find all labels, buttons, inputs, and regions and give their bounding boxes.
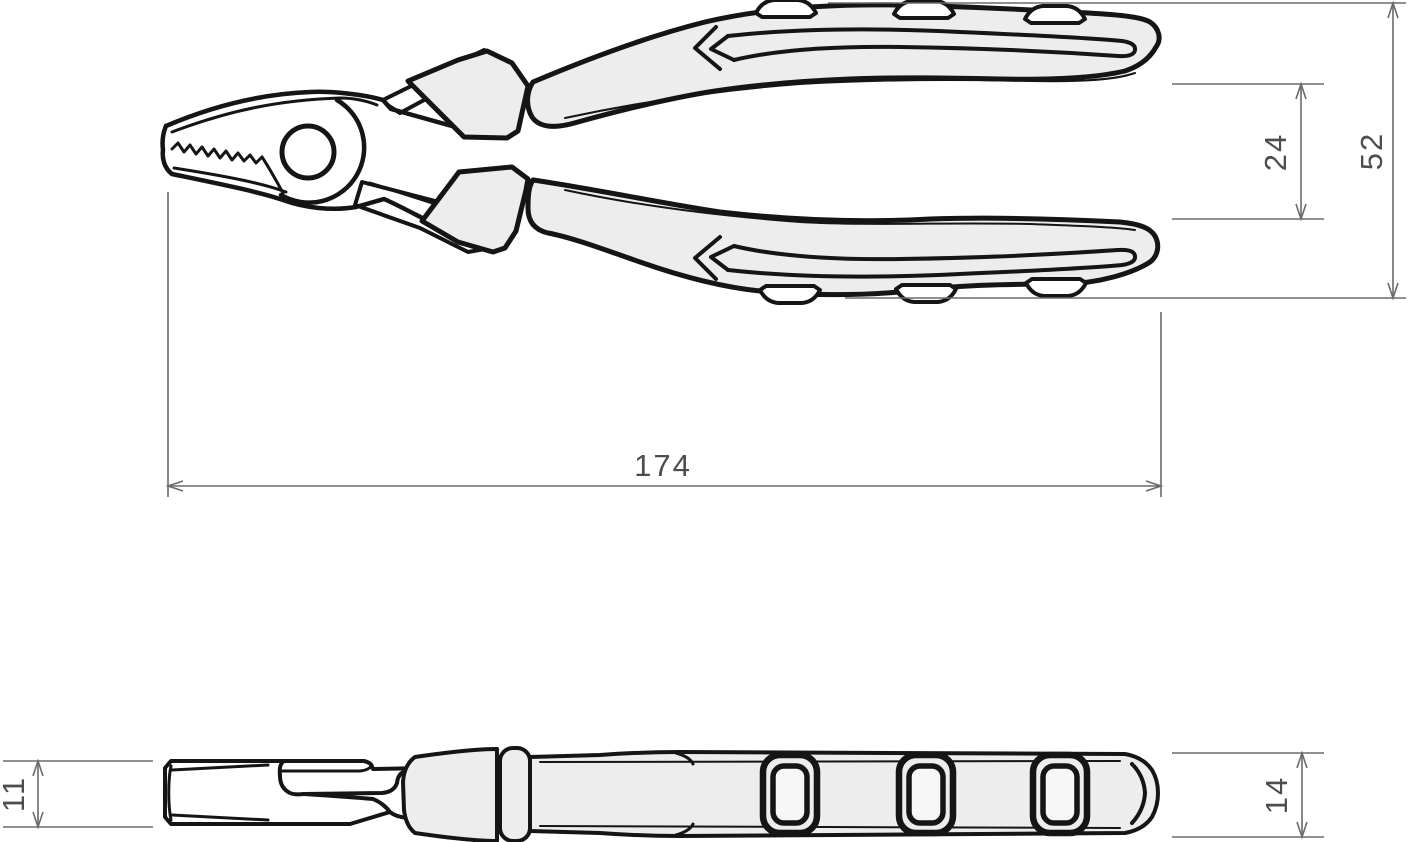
top-view-tip-chevron	[1130, 762, 1147, 825]
lower-grip-nub-2	[894, 283, 958, 304]
top-view-grip-collar	[401, 747, 499, 842]
head-arm-corner	[380, 97, 455, 129]
top-view-collar-ring	[498, 746, 532, 842]
head-top-chamfer-line	[170, 96, 379, 134]
arrowhead-top	[32, 758, 44, 777]
pliers-side-view	[160, 0, 1162, 305]
top-view-strip-inner-bottom	[539, 825, 1121, 829]
arrowhead-bottom	[32, 811, 44, 830]
top-view-strip-chevron-bottom	[674, 822, 695, 837]
top-view-jaw-chamfer-top	[170, 763, 270, 772]
upper-grip-nub-3	[1023, 4, 1087, 25]
head-bottom-chamfer-line	[172, 166, 288, 194]
dimension-handle-gap-24: 24	[1172, 81, 1324, 222]
arrowhead-left	[165, 480, 184, 492]
upper-grip-nub-1	[754, 0, 818, 19]
jaw-teeth	[170, 141, 264, 165]
dimension-overall-length: 174	[165, 192, 1164, 497]
head-top-edge	[163, 89, 386, 129]
top-view-tip-inner-line	[167, 764, 173, 822]
arrowhead-bottom	[1387, 282, 1399, 301]
upper-hand-guard	[405, 48, 531, 141]
top-view-strip-inner-top	[539, 760, 1121, 763]
dimension-handle-thickness-14: 14	[1172, 750, 1324, 840]
arrowhead-bottom	[1295, 203, 1307, 222]
top-view-jaw-chamfer-bottom	[170, 813, 270, 822]
lower-grip-nub-1	[758, 284, 822, 305]
lower-hand-guard	[419, 164, 531, 255]
arrowhead-bottom	[1296, 821, 1308, 840]
arrowhead-right	[1145, 480, 1164, 492]
lower-grip-chevron-outer	[693, 235, 722, 281]
arrowhead-top	[1387, 0, 1399, 19]
top-view-joint-cut	[277, 761, 408, 797]
upper-grip-ridge	[726, 27, 1138, 62]
arrowhead-top	[1296, 750, 1308, 769]
pliers-top-view	[163, 746, 1160, 842]
upper-grip-chevron-outer	[693, 25, 722, 71]
grip-hole-2	[895, 751, 957, 837]
dimension-label-174: 174	[634, 448, 692, 483]
dimension-label-24: 24	[1258, 133, 1293, 171]
top-view-handle-strip	[528, 750, 1160, 838]
upper-grip-chevron-inner	[709, 34, 736, 62]
grip-hole-1	[759, 751, 821, 837]
dimension-handle-spread-52: 52	[828, 0, 1406, 301]
top-view-joint-step	[302, 792, 392, 814]
head-nose-face	[160, 123, 175, 177]
lower-grip-ridge	[726, 244, 1138, 279]
dimension-label-52: 52	[1354, 132, 1389, 170]
dimension-label-11: 11	[0, 776, 31, 812]
dimension-label-14: 14	[1259, 776, 1294, 814]
lower-grip-nub-3	[1024, 277, 1088, 298]
dimension-head-thickness-11: 11	[0, 758, 153, 830]
pivot-boss-arc	[278, 97, 367, 205]
lower-grip-inner-line	[564, 189, 1136, 231]
upper-grip-nub-2	[892, 0, 956, 20]
jaw-seam-line	[260, 155, 285, 195]
lower-grip-chevron-inner	[709, 244, 736, 272]
upper-grip-inner-line	[564, 72, 1136, 119]
head-bottom-edge	[169, 171, 435, 226]
top-view-strip-chevron-top	[674, 751, 695, 766]
pivot-hole	[279, 123, 337, 181]
arrowhead-top	[1295, 81, 1307, 100]
top-view-joint-sliver	[280, 764, 373, 773]
grip-hole-3	[1029, 751, 1091, 837]
